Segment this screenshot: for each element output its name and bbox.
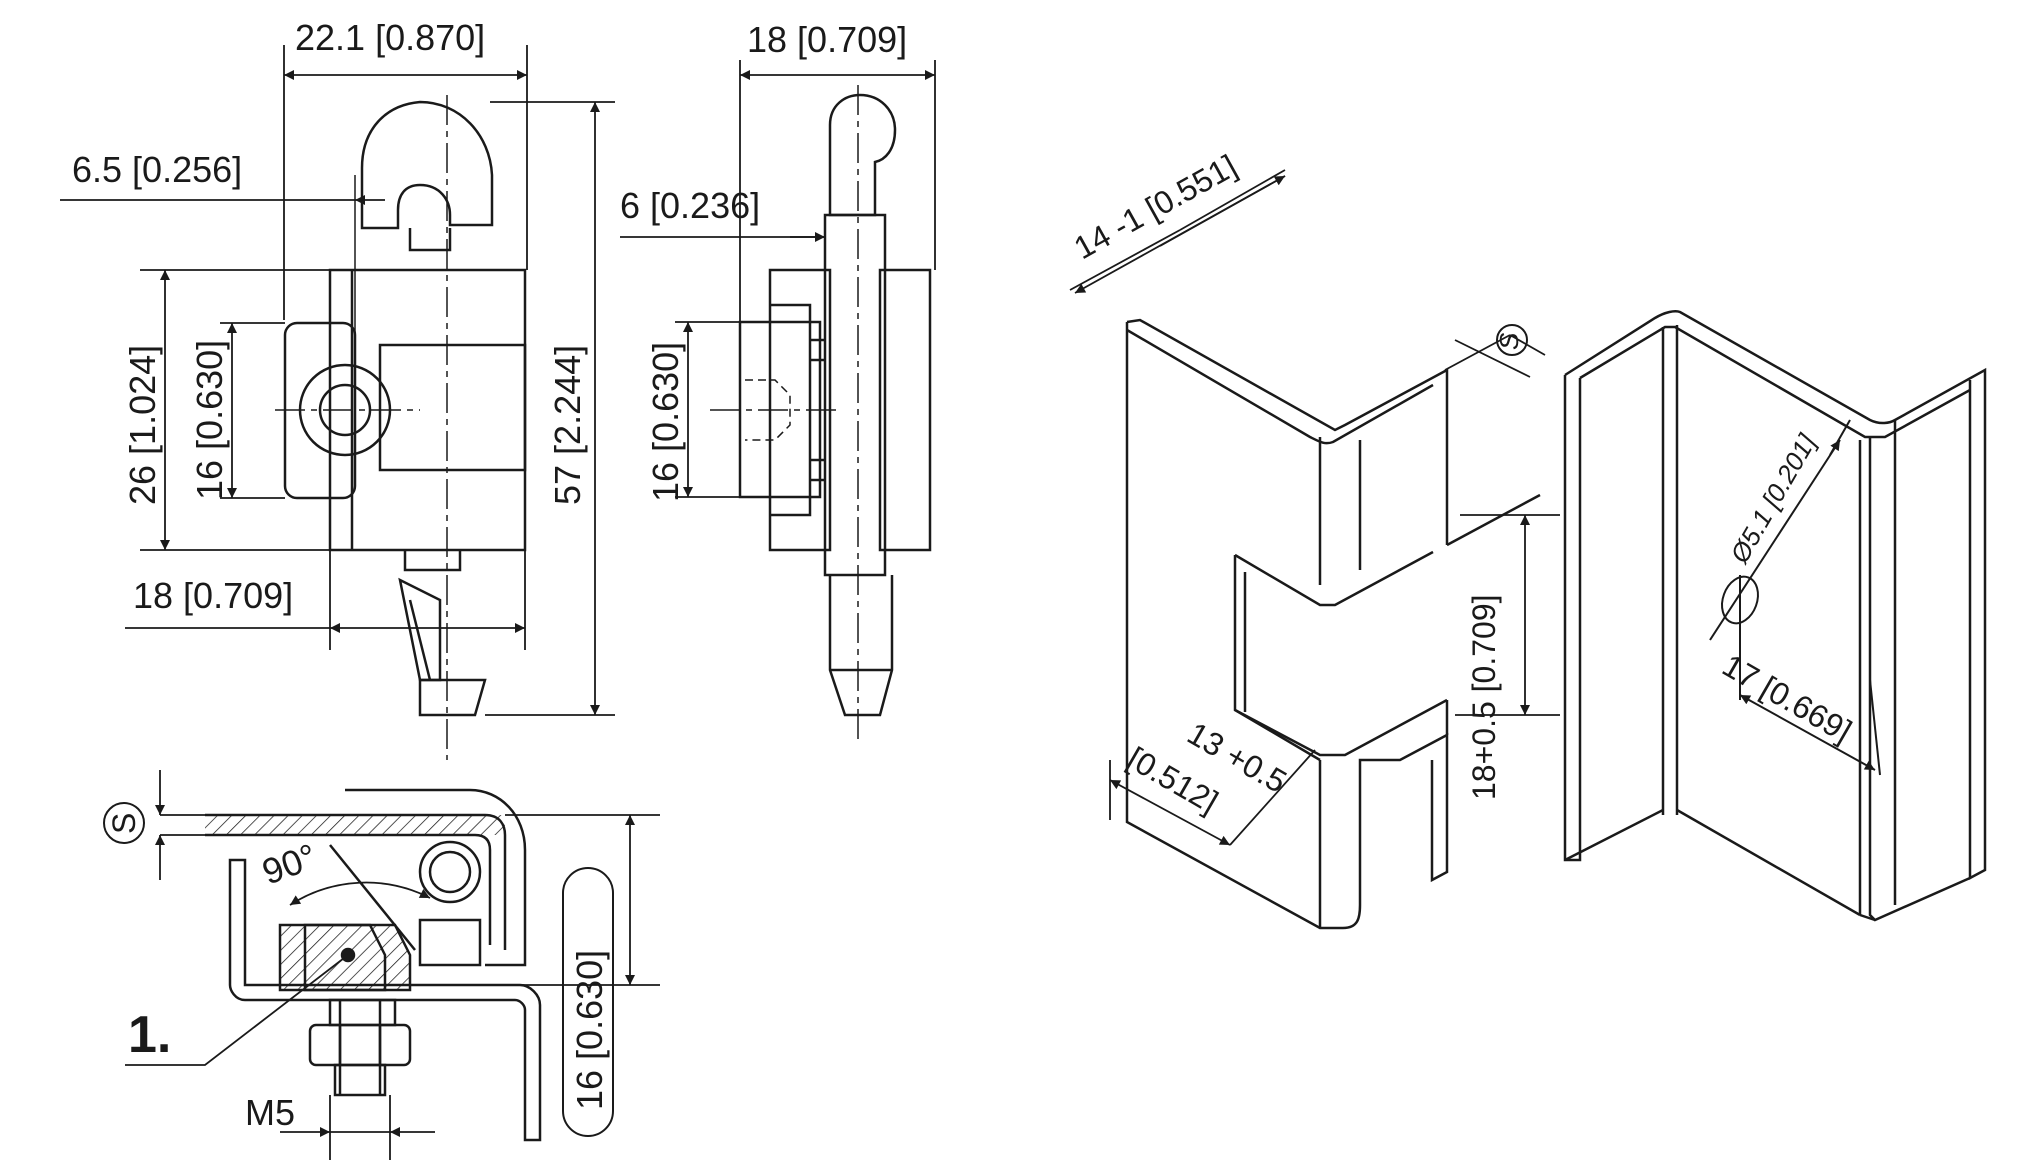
- total-height-label: 57 [2.244]: [547, 345, 588, 505]
- hook-offset-label: 6.5 [0.256]: [72, 149, 242, 190]
- panel-cutout-right: [1563, 310, 1987, 922]
- base-width-label: 18 [0.709]: [133, 575, 293, 616]
- panel-cutout-left: [1125, 318, 1541, 930]
- hook-latch: [360, 100, 494, 230]
- side-width-label: 18 [0.709]: [747, 19, 907, 60]
- thickness-symbol: [103, 802, 145, 844]
- section-height-capsule: [562, 867, 614, 1137]
- thread-label: M5: [245, 1092, 295, 1133]
- section-view: [125, 788, 542, 1142]
- hole-diameter-label: Ø5.1 [0.201]: [1724, 428, 1822, 568]
- cutout-dimension-lines: [1069, 169, 1560, 846]
- notch-height-label: 18+0.5 [0.709]: [1466, 594, 1502, 800]
- hole-position-label: 17 [0.669]: [1717, 647, 1858, 749]
- callout-label: 1.: [128, 1006, 171, 1064]
- cutout-thickness-symbol: [1496, 324, 1528, 356]
- front-inner-height-label: 16 [0.630]: [189, 340, 230, 500]
- side-dimension-lines: [620, 60, 936, 498]
- cutout-thickness-label: S: [1494, 332, 1524, 350]
- front-dimension-lines: [60, 45, 615, 716]
- pin-offset-label: 6 [0.236]: [620, 185, 760, 226]
- side-inner-height-label: 16 [0.630]: [645, 342, 686, 502]
- section-height-label: 16 [0.630]: [569, 950, 610, 1110]
- pin-head: [828, 93, 897, 217]
- front-height-label: 26 [1.024]: [122, 345, 163, 505]
- side-view: [710, 85, 932, 740]
- angle-label: 90°: [257, 835, 322, 892]
- cutout-hole: [1709, 419, 1881, 776]
- thickness-symbol-label: S: [106, 813, 142, 834]
- front-view: [275, 95, 527, 760]
- front-width-label: 22.1 [0.870]: [295, 17, 485, 58]
- section-dimension-lines: [155, 770, 660, 1160]
